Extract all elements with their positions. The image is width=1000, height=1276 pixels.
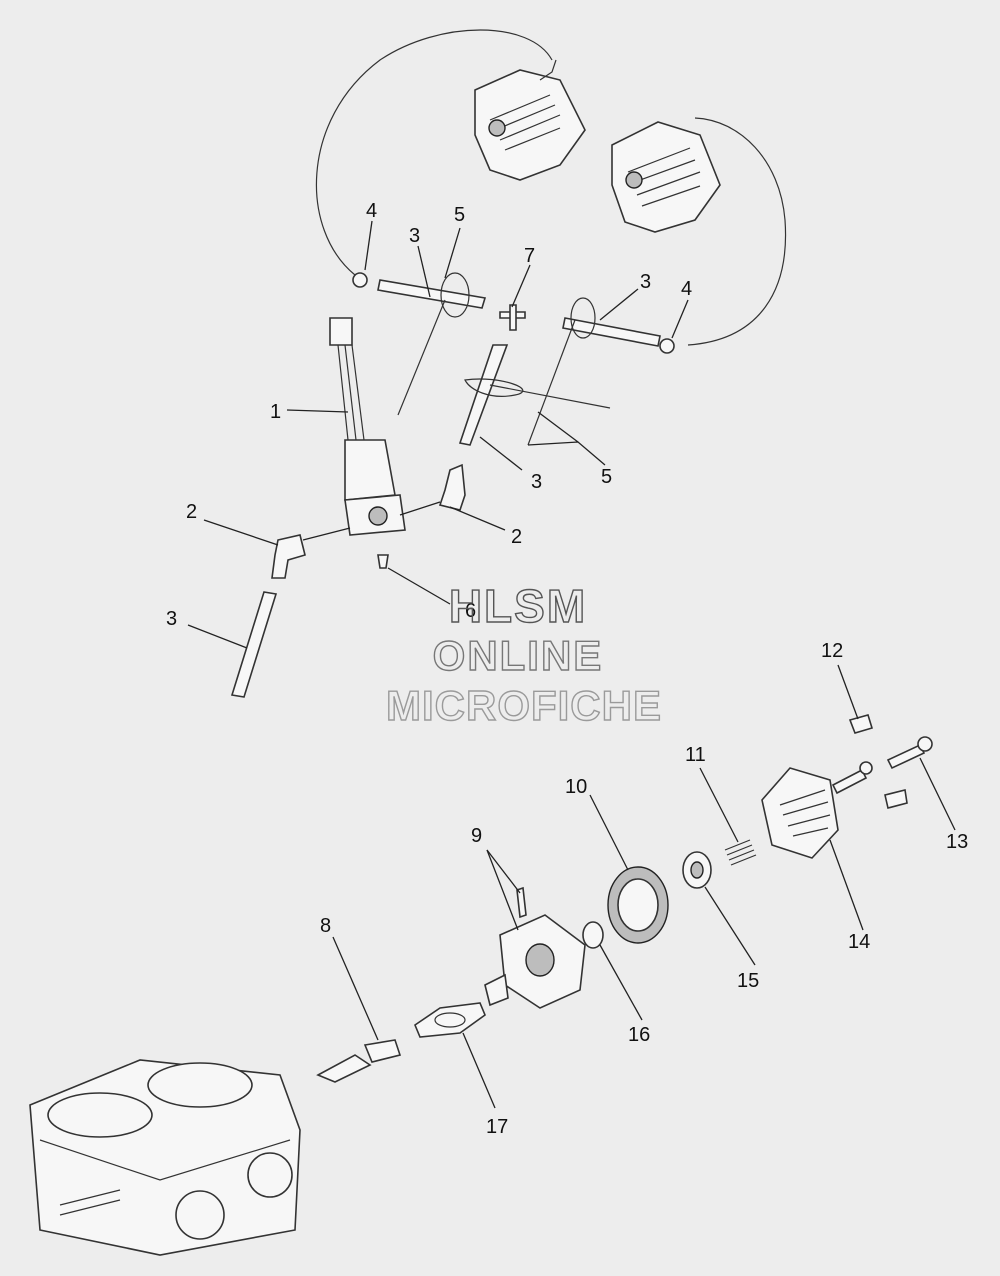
leader-lines (187, 220, 956, 1109)
watermark: HLSM ONLINE MICROFICHE (385, 579, 662, 729)
pins-9 (516, 886, 527, 919)
callout-3-upper-right: 3 (640, 271, 651, 293)
callout-11: 11 (685, 744, 706, 766)
callout-8: 8 (320, 915, 331, 937)
screw-solenoid (377, 554, 389, 569)
tube-upper-left (377, 279, 487, 309)
fitting-8 (316, 1039, 402, 1083)
callout-2-right: 2 (511, 526, 522, 548)
callout-5-upper: 5 (454, 204, 465, 226)
callout-labels: 1 2 2 3 3 3 3 4 4 5 5 6 7 8 9 10 11 12 1… (166, 200, 968, 1138)
elbow-fitting-left (271, 534, 306, 579)
upper-valve-housing-left (474, 59, 586, 181)
tube-center-vertical (458, 344, 509, 446)
valve-16 (582, 921, 604, 949)
spring-11 (724, 839, 757, 866)
callout-3-lower: 3 (166, 608, 177, 630)
diaphragm-10 (607, 866, 669, 944)
callout-6: 6 (465, 600, 476, 622)
watermark-line-3: MICROFICHE (386, 682, 662, 729)
callout-17: 17 (486, 1116, 508, 1138)
callout-7: 7 (524, 245, 535, 267)
callout-14: 14 (848, 931, 870, 953)
callout-16: 16 (628, 1024, 650, 1046)
bolts-13 (831, 736, 933, 809)
callout-12: 12 (821, 640, 843, 662)
callout-15: 15 (737, 970, 759, 992)
tube-lower (230, 591, 278, 698)
strap-left (397, 272, 470, 416)
callout-13: 13 (946, 831, 968, 853)
hose-arc-right (687, 117, 787, 346)
watermark-line-2: ONLINE (433, 632, 604, 679)
solenoid-valve (329, 317, 406, 536)
callout-4-right: 4 (681, 278, 692, 300)
callout-5-lower: 5 (601, 466, 612, 488)
hose-arc-left (315, 29, 553, 276)
callout-4-left: 4 (366, 200, 377, 222)
clamp-left (352, 272, 368, 288)
upper-valve-housing-right (611, 121, 721, 233)
gasket-17 (414, 1002, 486, 1038)
callout-3-upper-left: 3 (409, 225, 420, 247)
callout-3-center: 3 (531, 471, 542, 493)
tee-fitting (499, 304, 526, 331)
housing-9 (484, 914, 586, 1009)
tube-upper-right (562, 317, 661, 347)
elbow-fitting-right (438, 463, 466, 511)
cup-15 (682, 851, 712, 889)
callout-9: 9 (471, 825, 482, 847)
callout-10: 10 (565, 776, 587, 798)
bolt-12 (848, 714, 874, 734)
cylinder-block (29, 1059, 301, 1256)
clamp-right (659, 338, 675, 354)
strap-center (464, 378, 611, 409)
callout-2-left: 2 (186, 501, 197, 523)
watermark-line-1: HLSM (449, 580, 587, 632)
strap-right (527, 297, 596, 446)
cover-14 (761, 767, 839, 859)
callout-1: 1 (270, 401, 281, 423)
